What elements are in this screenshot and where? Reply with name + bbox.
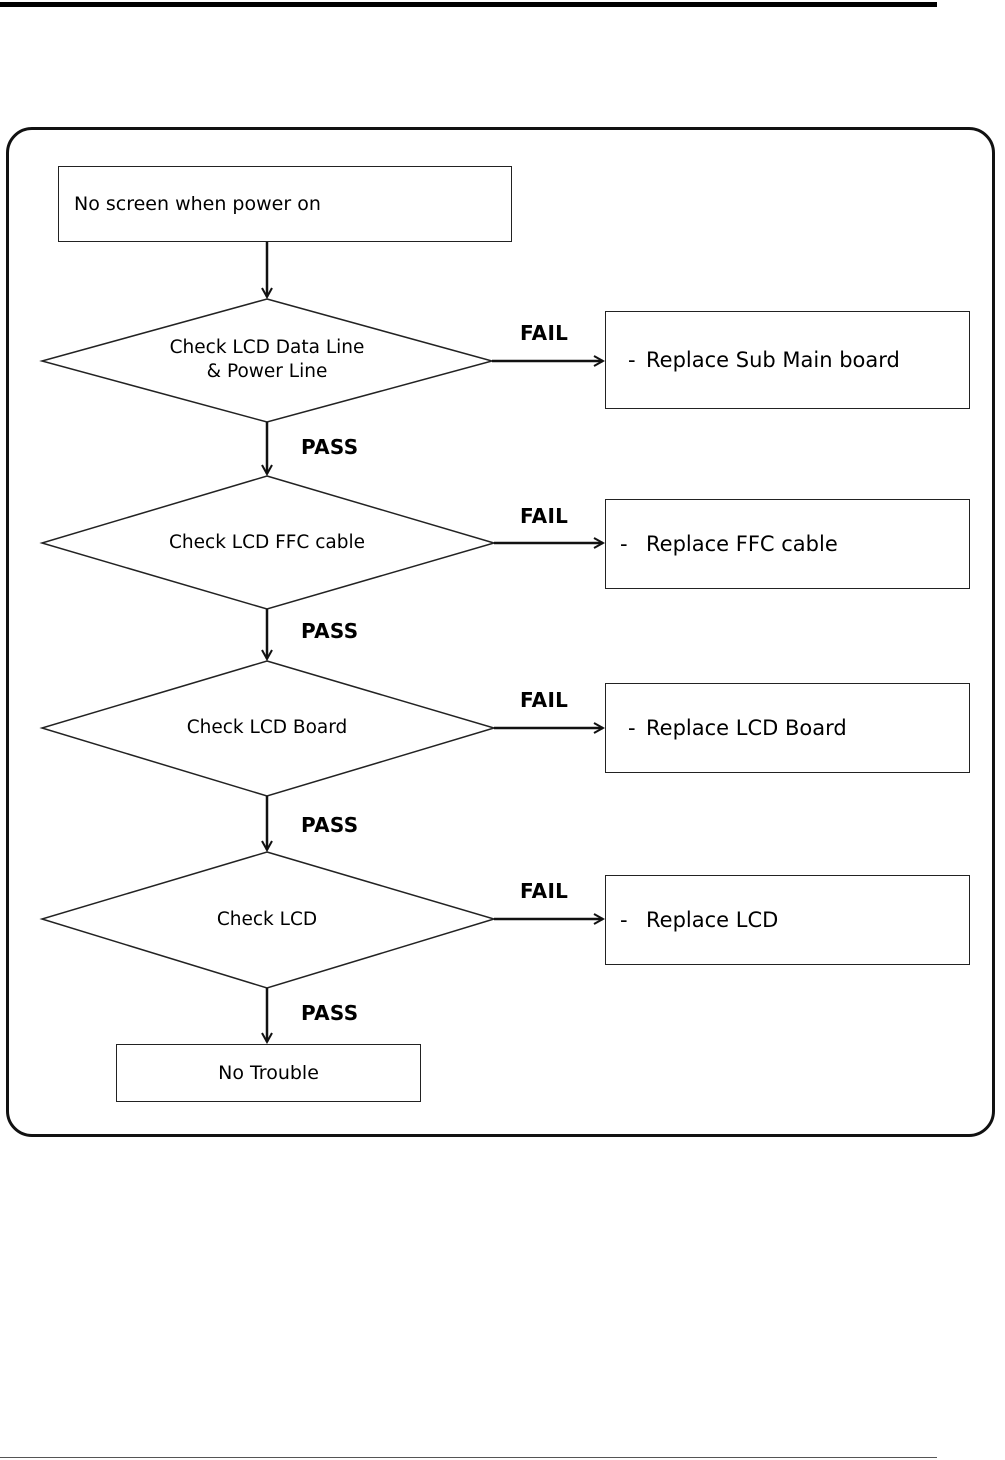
start-label: No screen when power on <box>74 193 321 215</box>
fail-label-1: FAIL <box>520 321 568 345</box>
fail-label-4: FAIL <box>520 879 568 903</box>
decision-label-4: Check LCD <box>44 908 490 932</box>
pass-label-2: PASS <box>301 619 358 643</box>
pass-label-1: PASS <box>301 435 358 459</box>
action-box-3: - Replace LCD Board <box>605 683 970 773</box>
fail-label-3: FAIL <box>520 688 568 712</box>
end-box: No Trouble <box>116 1044 421 1102</box>
decision-label-2: Check LCD FFC cable <box>44 531 490 555</box>
pass-label-3: PASS <box>301 813 358 837</box>
action-dash-4: - <box>620 908 646 932</box>
action-dash-3: - <box>628 716 646 740</box>
action-box-2: - Replace FFC cable <box>605 499 970 589</box>
action-label-2: Replace FFC cable <box>646 532 838 556</box>
action-dash-2: - <box>620 532 646 556</box>
action-box-4: - Replace LCD <box>605 875 970 965</box>
action-dash-1: - <box>628 348 646 372</box>
start-box: No screen when power on <box>58 166 512 242</box>
action-label-4: Replace LCD <box>646 908 778 932</box>
pass-label-4: PASS <box>301 1001 358 1025</box>
fail-label-2: FAIL <box>520 504 568 528</box>
decision-label-1: Check LCD Data Line & Power Line <box>44 336 490 384</box>
action-label-3: Replace LCD Board <box>646 716 847 740</box>
action-box-1: - Replace Sub Main board <box>605 311 970 409</box>
decision-label-3: Check LCD Board <box>44 716 490 740</box>
action-label-1: Replace Sub Main board <box>646 348 900 372</box>
footer-rule <box>0 1457 937 1458</box>
end-label: No Trouble <box>218 1062 319 1084</box>
